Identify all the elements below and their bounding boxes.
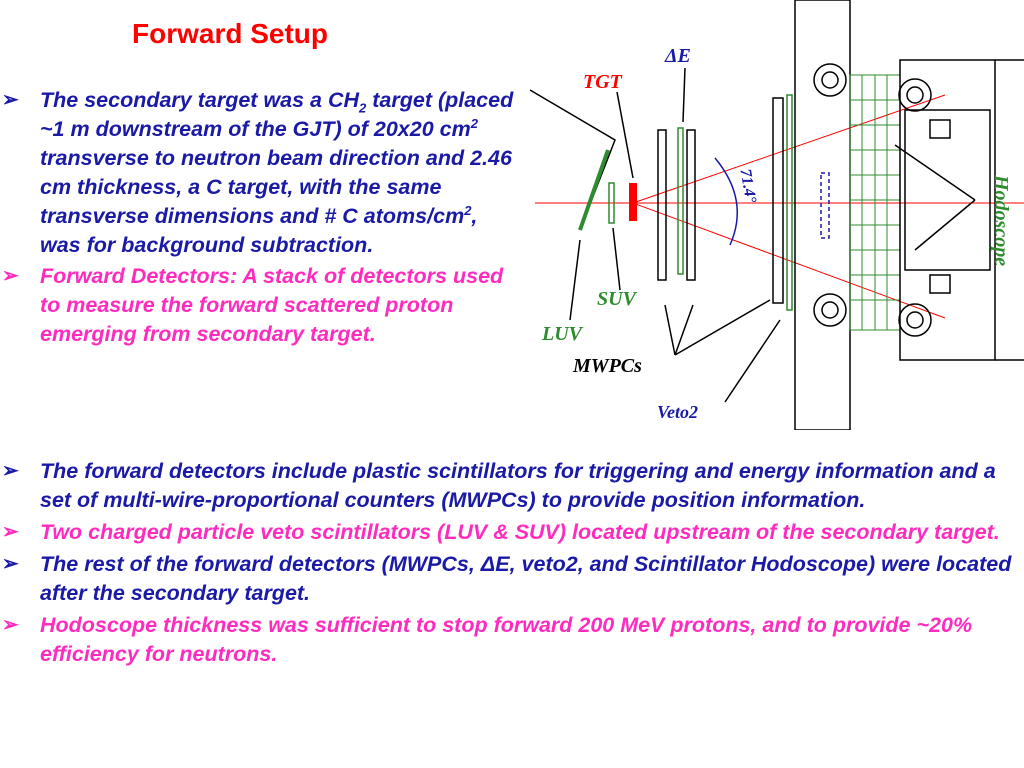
luv-scintillator [578,149,610,231]
mwpc-chamber [657,129,667,281]
top-bullet-list: ➢ The secondary target was a CH2 target … [0,86,520,351]
bullet-text: The rest of the forward detectors (MWPCs… [40,552,1012,605]
bullet-secondary-target: ➢ The secondary target was a CH2 target … [0,86,520,260]
bullet-arrow-icon: ➢ [2,265,19,287]
bullet-text-part: , was for background subtraction. [40,204,478,257]
angle-arc [714,157,738,246]
veto2-scintillator [786,94,793,311]
bullet-forward-detectors-include: ➢ The forward detectors include plastic … [0,457,1024,515]
bullet-veto-scintillators: ➢ Two charged particle veto scintillator… [0,518,1024,547]
veto2-label: Veto2 [657,402,698,422]
bullet-arrow-icon: ➢ [2,521,19,543]
bullet-text: Forward Detectors: A stack of detectors … [40,264,504,346]
label-pointers [569,67,976,403]
bullet-text-part: transverse to neutron beam direction and… [40,146,512,228]
forward-setup-diagram: TGT ΔE 71.4° Hodoscope SUV LUV MWPCs Vet… [529,0,1024,430]
superscript-2: 2 [464,202,472,218]
cone-upper-line [632,94,946,204]
support-frame [794,0,851,430]
bullet-arrow-icon: ➢ [2,614,19,636]
bullet-arrow-icon: ➢ [2,553,19,575]
bullet-text: Two charged particle veto scintillators … [40,520,1000,544]
bullet-text-part: The secondary target was a CH [40,88,360,112]
bullet-text-part: target (placed ~1 m downstream of the GJ… [40,88,514,141]
iron-yoke [813,59,1024,361]
bullet-text: Hodoscope thickness was sufficient to st… [40,613,973,666]
hodoscope-label: Hodoscope [990,174,1012,266]
angle-label: 71.4° [736,167,759,204]
mwpcs-label: MWPCs [572,355,642,377]
bullet-arrow-icon: ➢ [2,460,19,482]
dashed-module [820,172,830,239]
slide-title: Forward Setup [132,18,329,49]
bullet-rest-of-detectors: ➢ The rest of the forward detectors (MWP… [0,550,1024,608]
suv-label: SUV [597,288,638,310]
bullet-text: The forward detectors include plastic sc… [40,459,996,512]
mwpc-chamber [772,97,784,304]
mwpc-chamber [686,129,696,281]
luv-label: LUV [541,323,584,345]
hodoscope-grid [849,74,901,331]
luv-frame [529,89,616,231]
superscript-2: 2 [470,115,478,131]
target-block [629,183,637,221]
suv-scintillator [608,182,615,224]
bottom-bullet-list: ➢ The forward detectors include plastic … [0,457,1024,672]
tgt-label: TGT [583,71,623,93]
bullet-forward-detectors: ➢ Forward Detectors: A stack of detector… [0,262,520,349]
bullet-arrow-icon: ➢ [2,89,19,111]
delta-e-label: ΔE [664,45,691,67]
bullet-hodoscope-thickness: ➢ Hodoscope thickness was sufficient to … [0,611,1024,669]
delta-e-scintillator [677,127,684,275]
subscript-2: 2 [359,100,367,116]
cone-lower-line [632,202,946,319]
